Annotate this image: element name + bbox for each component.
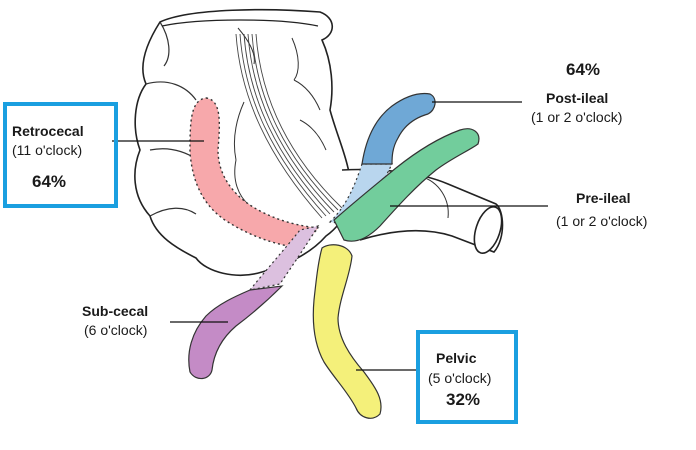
highlight-box-retrocecal bbox=[3, 102, 118, 208]
haustra-fold bbox=[293, 79, 321, 111]
retrocecal-appendix bbox=[189, 97, 320, 249]
cecum-outline bbox=[134, 8, 352, 276]
pre-ileal-position: (1 or 2 o'clock) bbox=[556, 213, 648, 229]
ileum-opening bbox=[473, 206, 503, 254]
pre-ileal-label: Pre-ileal bbox=[576, 190, 631, 206]
pelvic-position: (5 o'clock) bbox=[428, 370, 492, 386]
post-ileal-appendix bbox=[361, 92, 436, 165]
sub-cecal-appendix-hidden bbox=[248, 225, 320, 291]
taenia-coli bbox=[235, 33, 343, 219]
post-ileal-position: (1 or 2 o'clock) bbox=[531, 109, 623, 125]
post-ileal-percent: 64% bbox=[566, 60, 601, 79]
sub-cecal-position: (6 o'clock) bbox=[84, 322, 148, 338]
sub-cecal-label: Sub-cecal bbox=[82, 303, 149, 319]
colon-top-rim bbox=[161, 19, 319, 27]
sub-cecal-appendix bbox=[188, 285, 284, 380]
haustra-fold bbox=[149, 207, 197, 217]
highlight-box-pelvic bbox=[416, 330, 518, 424]
retrocecal-percent: 64% bbox=[32, 172, 67, 191]
retrocecal-label: Retrocecal bbox=[12, 123, 84, 139]
retrocecal-position: (11 o'clock) bbox=[12, 142, 83, 158]
post-ileal-label: Post-ileal bbox=[546, 90, 609, 106]
haustra-fold bbox=[299, 119, 327, 151]
pelvic-percent: 32% bbox=[446, 390, 481, 409]
pelvic-appendix bbox=[312, 244, 382, 419]
haustra-fold bbox=[291, 37, 299, 81]
haustra-fold bbox=[145, 81, 197, 101]
haustra-fold bbox=[237, 27, 255, 65]
pre-ileal-appendix bbox=[333, 128, 480, 242]
pelvic-label: Pelvic bbox=[436, 350, 477, 366]
haustra-fold bbox=[233, 101, 245, 161]
